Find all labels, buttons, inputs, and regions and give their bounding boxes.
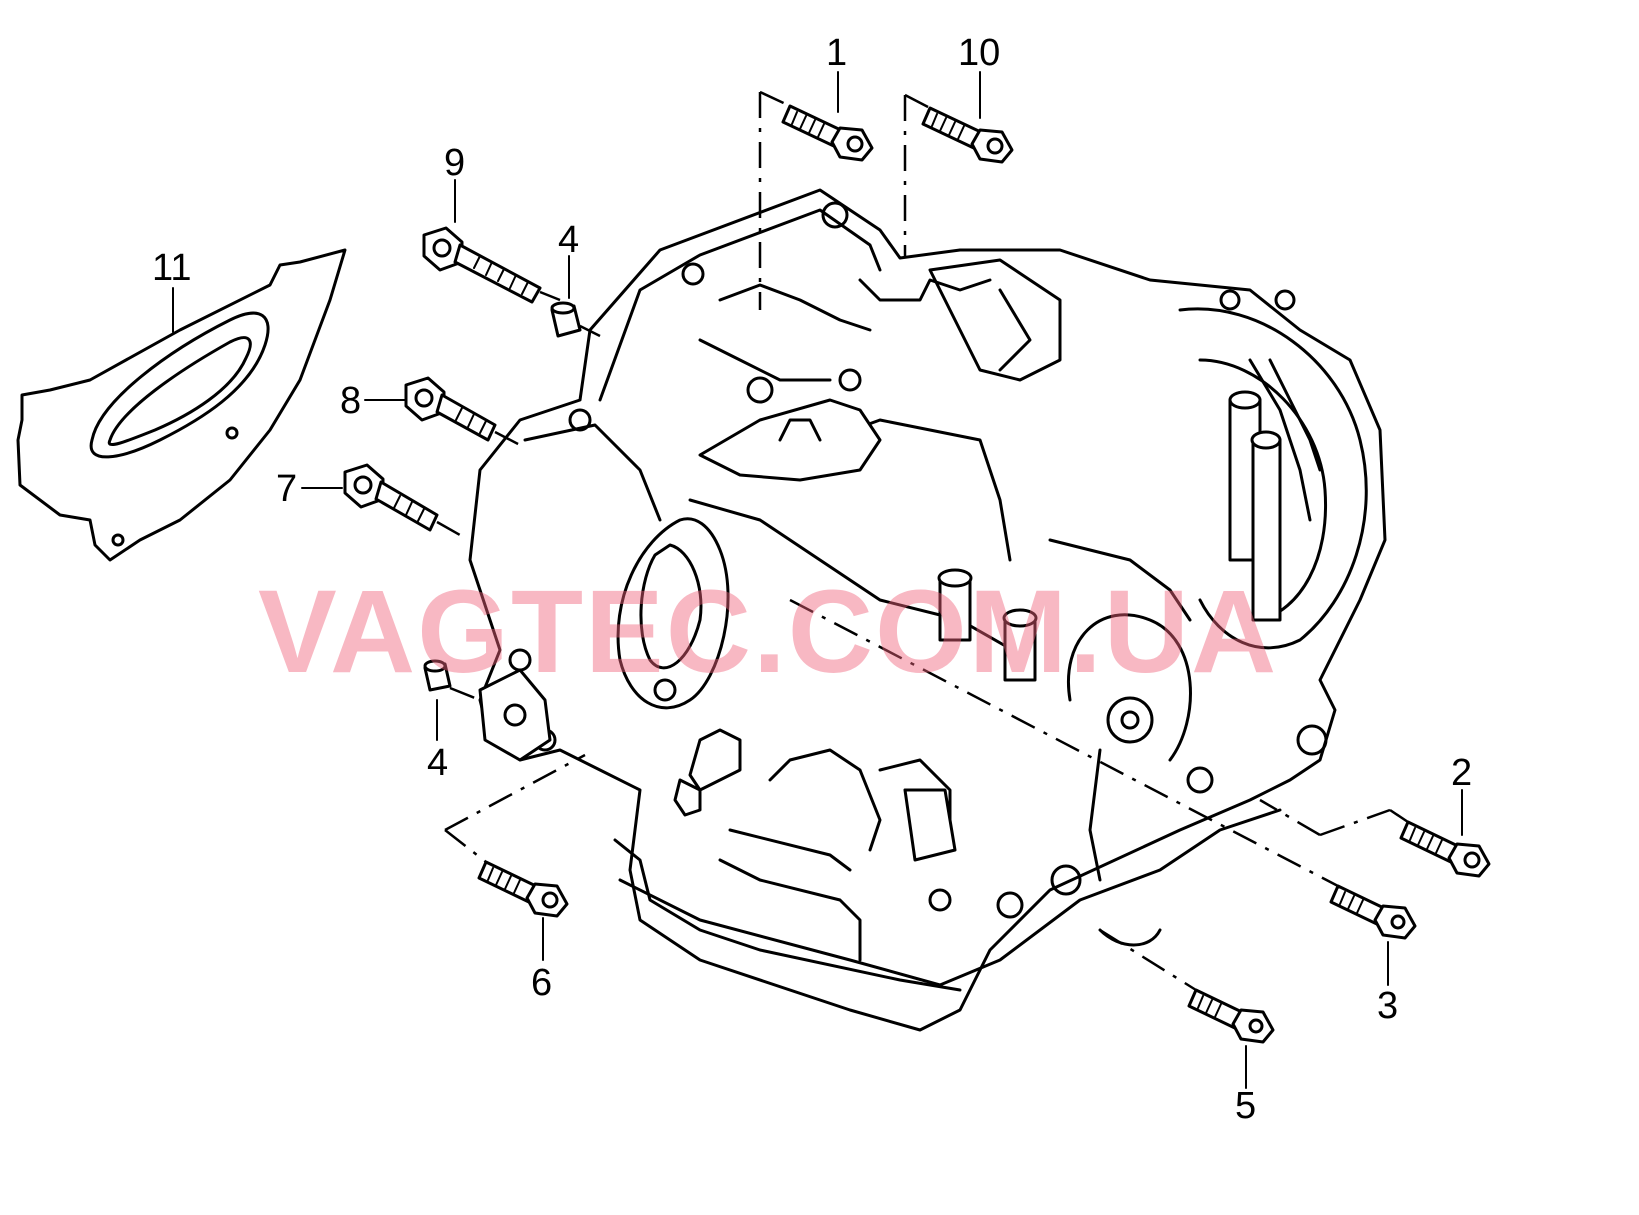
bolt-part-10 — [921, 106, 1014, 164]
watermark-text: VAGTEC.COM.UA — [258, 566, 1278, 698]
sleeve-part-4-lower — [423, 659, 452, 692]
callout-4-lower: 4 — [427, 742, 448, 784]
bolt-part-7 — [343, 463, 439, 532]
leader-lines — [172, 71, 1463, 1089]
callout-7: 7 — [276, 468, 297, 510]
sleeve-part-4-upper — [550, 301, 582, 338]
callout-4-upper: 4 — [558, 219, 579, 261]
callout-1: 1 — [826, 32, 847, 74]
callout-8: 8 — [340, 380, 361, 422]
assembly-centerlines — [436, 90, 1409, 992]
cover-plate-part-11 — [16, 248, 347, 562]
callout-9: 9 — [444, 142, 465, 184]
bolt-part-6 — [477, 860, 569, 918]
bolt-part-1 — [781, 104, 874, 162]
bolt-part-3 — [1329, 884, 1417, 940]
callout-11: 11 — [152, 247, 191, 289]
bolt-part-5 — [1187, 988, 1275, 1044]
bolt-part-2 — [1399, 820, 1491, 878]
bolt-part-8 — [404, 376, 497, 442]
bolt-part-9 — [422, 226, 542, 304]
callout-2: 2 — [1451, 752, 1472, 794]
callout-numbers: 1 10 9 4 11 8 7 4 6 2 3 5 — [152, 32, 1472, 1127]
callout-10: 10 — [958, 32, 1000, 74]
callout-3: 3 — [1377, 985, 1398, 1027]
callout-6: 6 — [531, 962, 552, 1004]
transmission-housing — [468, 188, 1387, 1032]
callout-5: 5 — [1235, 1085, 1256, 1127]
